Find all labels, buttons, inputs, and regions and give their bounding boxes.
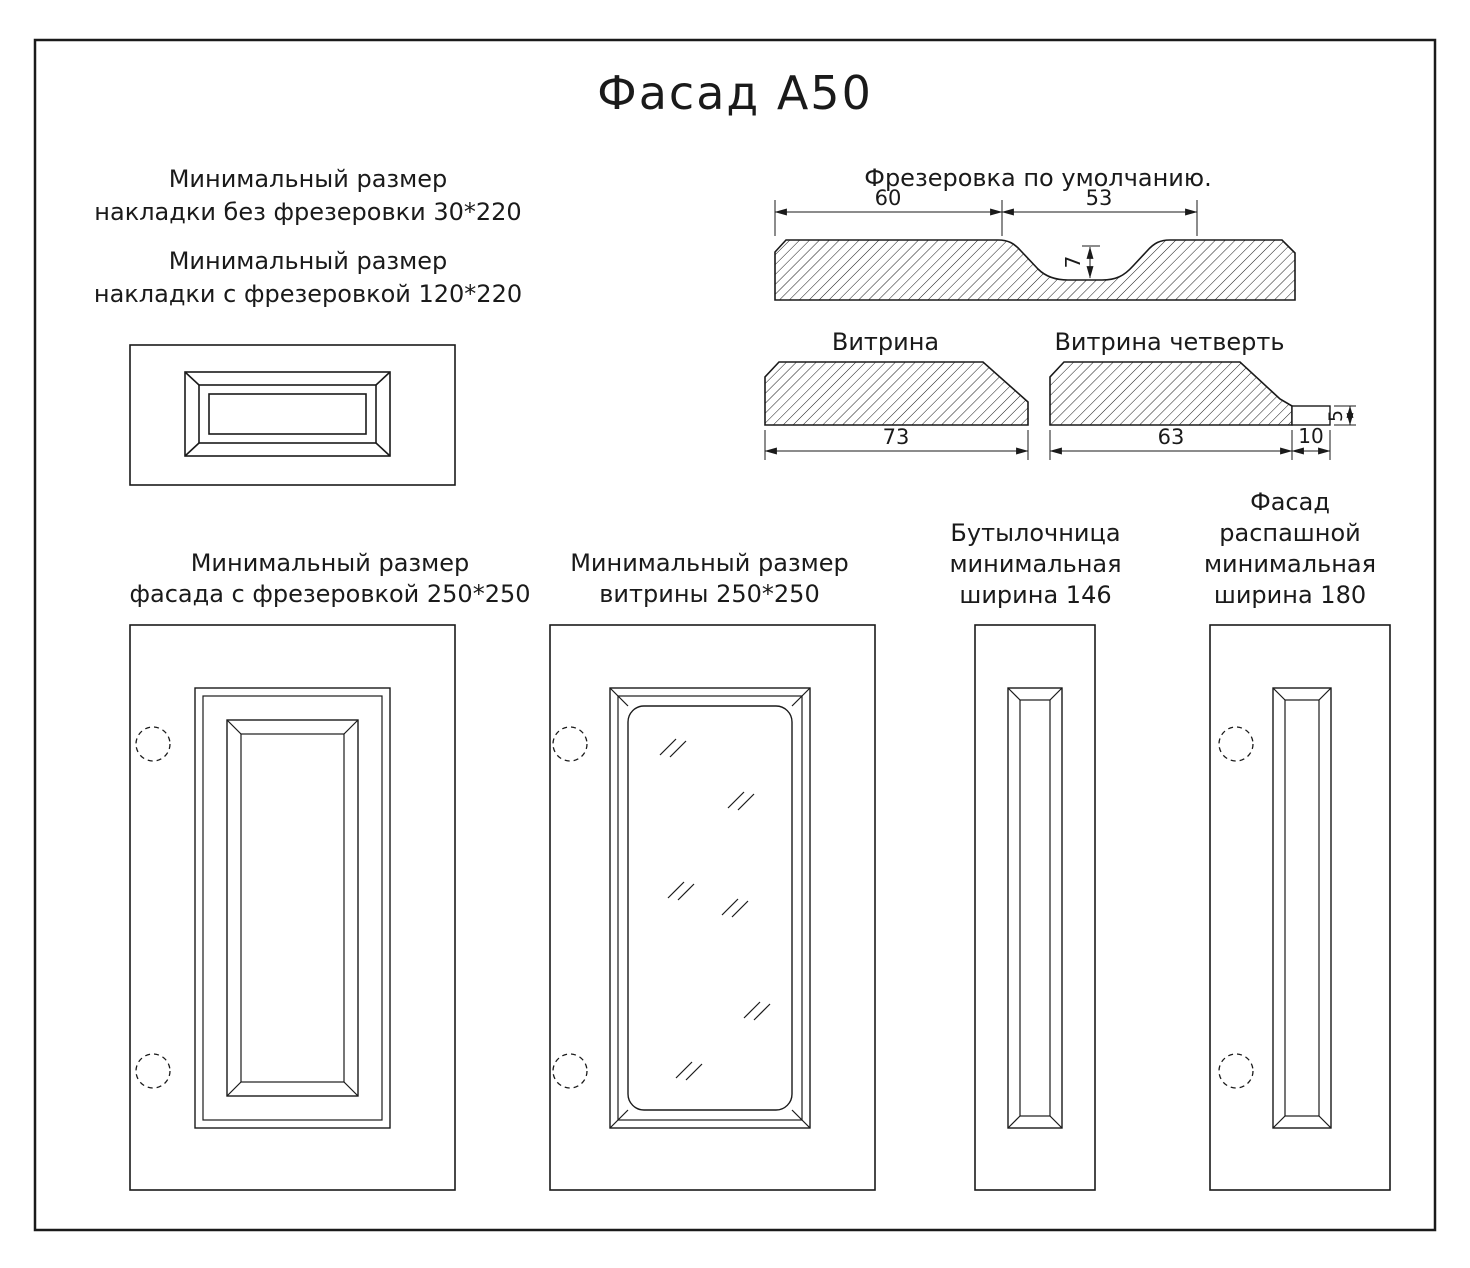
bottle-rack-frame-rect	[1007, 687, 1063, 1129]
vitrina-quarter-profile-shape	[1049, 361, 1293, 426]
vitrina-profile-shape	[764, 361, 1029, 426]
dim-value-10: 10	[1298, 424, 1323, 448]
bottle-rack-outer-rect	[974, 624, 1096, 1191]
vitrina-frame-rect	[609, 687, 811, 1129]
glass-mark	[669, 740, 687, 758]
miter-line	[1272, 1115, 1286, 1129]
panel-swing-facade-drawing	[1209, 624, 1391, 1191]
overlay-outer-rect	[129, 344, 456, 486]
vitrina-outer-rect	[549, 624, 876, 1191]
facade-frame-rect	[194, 687, 391, 1129]
hinge-hole-circle	[552, 1053, 588, 1089]
milling-profile-shape	[774, 239, 1296, 301]
glass-mark	[737, 793, 755, 811]
facade-frame-inner-rect	[202, 695, 383, 1121]
miter-line	[791, 687, 811, 707]
swing-facade-inner-rect	[1284, 699, 1320, 1117]
miter-line	[1007, 687, 1021, 701]
bottle-rack-inner-rect	[1019, 699, 1051, 1117]
vitrina-quarter-profile-label: Витрина четверть	[1054, 328, 1285, 356]
page-title: Фасад А50	[597, 66, 873, 120]
swing-facade-frame-rect	[1272, 687, 1332, 1129]
glass-reflection-marks	[659, 738, 771, 1081]
overlay-bevel-rect	[198, 384, 377, 444]
glass-mark	[675, 1061, 693, 1079]
quarter-step-rect	[1291, 405, 1331, 426]
panel-milled-facade-drawing	[129, 624, 456, 1191]
miter-line	[1272, 687, 1286, 701]
vitrina-frame-inner-rect	[617, 695, 803, 1121]
facade-panel-rect	[226, 719, 359, 1097]
miter-line	[791, 1109, 811, 1129]
sheet-border	[33, 38, 1437, 1232]
vitrina-profile-label: Витрина	[831, 328, 940, 356]
vitrina-quarter-profile-drawing: 63 10 5	[1049, 361, 1356, 460]
milling-section-title: Фрезеровка по умолчанию.	[864, 164, 1212, 192]
dim-value-7: 7	[1061, 256, 1085, 269]
facade-panel-inner-rect	[240, 733, 345, 1083]
panel-vitrina-label: Минимальный размер витрины 250*250	[570, 549, 849, 608]
overlay-panel-drawing	[129, 344, 456, 486]
miter-line	[226, 1081, 242, 1097]
glass-mark	[753, 1003, 771, 1021]
glass-mark	[743, 1001, 761, 1019]
panel-bottle-rack-label: Бутылочница минимальная ширина 146	[949, 519, 1122, 609]
dim-value-60: 60	[875, 186, 902, 210]
facade-outer-rect	[129, 624, 456, 1191]
miter-line	[375, 442, 391, 457]
glass-mark	[685, 1063, 703, 1081]
hinge-hole-circle	[135, 1053, 171, 1089]
glass-mark	[721, 898, 739, 916]
miter-line	[1318, 687, 1332, 701]
miter-line	[184, 371, 200, 386]
glass-mark	[731, 900, 749, 918]
miter-line	[184, 442, 200, 457]
glass-mark	[677, 883, 695, 901]
glass-mark	[659, 738, 677, 756]
note-overlay-with-milling: Минимальный размер накладки с фрезеровко…	[93, 247, 523, 308]
miter-line	[226, 719, 242, 735]
miter-line	[343, 719, 359, 735]
glass-mark	[667, 881, 685, 899]
miter-line	[1318, 1115, 1332, 1129]
vitrina-profile-drawing: 73	[764, 361, 1029, 460]
panel-milled-facade-label: Минимальный размер фасада с фрезеровкой …	[129, 549, 531, 608]
vitrina-dimensions	[764, 430, 1029, 460]
miter-line	[1049, 687, 1063, 701]
hinge-hole-circle	[552, 726, 588, 762]
miter-line	[609, 687, 629, 707]
dim-value-63: 63	[1158, 425, 1185, 449]
panel-swing-facade-label: Фасад распашной минимальная ширина 180	[1203, 488, 1377, 609]
miter-line	[1007, 1115, 1021, 1129]
overlay-inner-rect	[208, 393, 367, 435]
milling-dimensions	[774, 200, 1198, 279]
dim-value-53: 53	[1086, 186, 1113, 210]
hinge-hole-circle	[1218, 726, 1254, 762]
panel-vitrina-drawing	[549, 624, 876, 1191]
hinge-hole-circle	[135, 726, 171, 762]
miter-line	[609, 1109, 629, 1129]
miter-line	[375, 371, 391, 386]
swing-facade-outer-rect	[1209, 624, 1391, 1191]
vitrina-quarter-dimensions	[1049, 405, 1356, 460]
overlay-frame-rect	[184, 371, 391, 457]
note-overlay-no-milling: Минимальный размер накладки без фрезеров…	[94, 165, 522, 226]
dim-value-5: 5	[1325, 410, 1347, 422]
panel-bottle-rack-drawing	[974, 624, 1096, 1191]
glass-mark	[727, 791, 745, 809]
dim-value-73: 73	[883, 425, 910, 449]
hinge-hole-circle	[1218, 1053, 1254, 1089]
glass-pane-rect	[627, 705, 793, 1111]
miter-line	[1049, 1115, 1063, 1129]
miter-line	[343, 1081, 359, 1097]
milling-profile-drawing: 60 53 7	[774, 186, 1296, 301]
